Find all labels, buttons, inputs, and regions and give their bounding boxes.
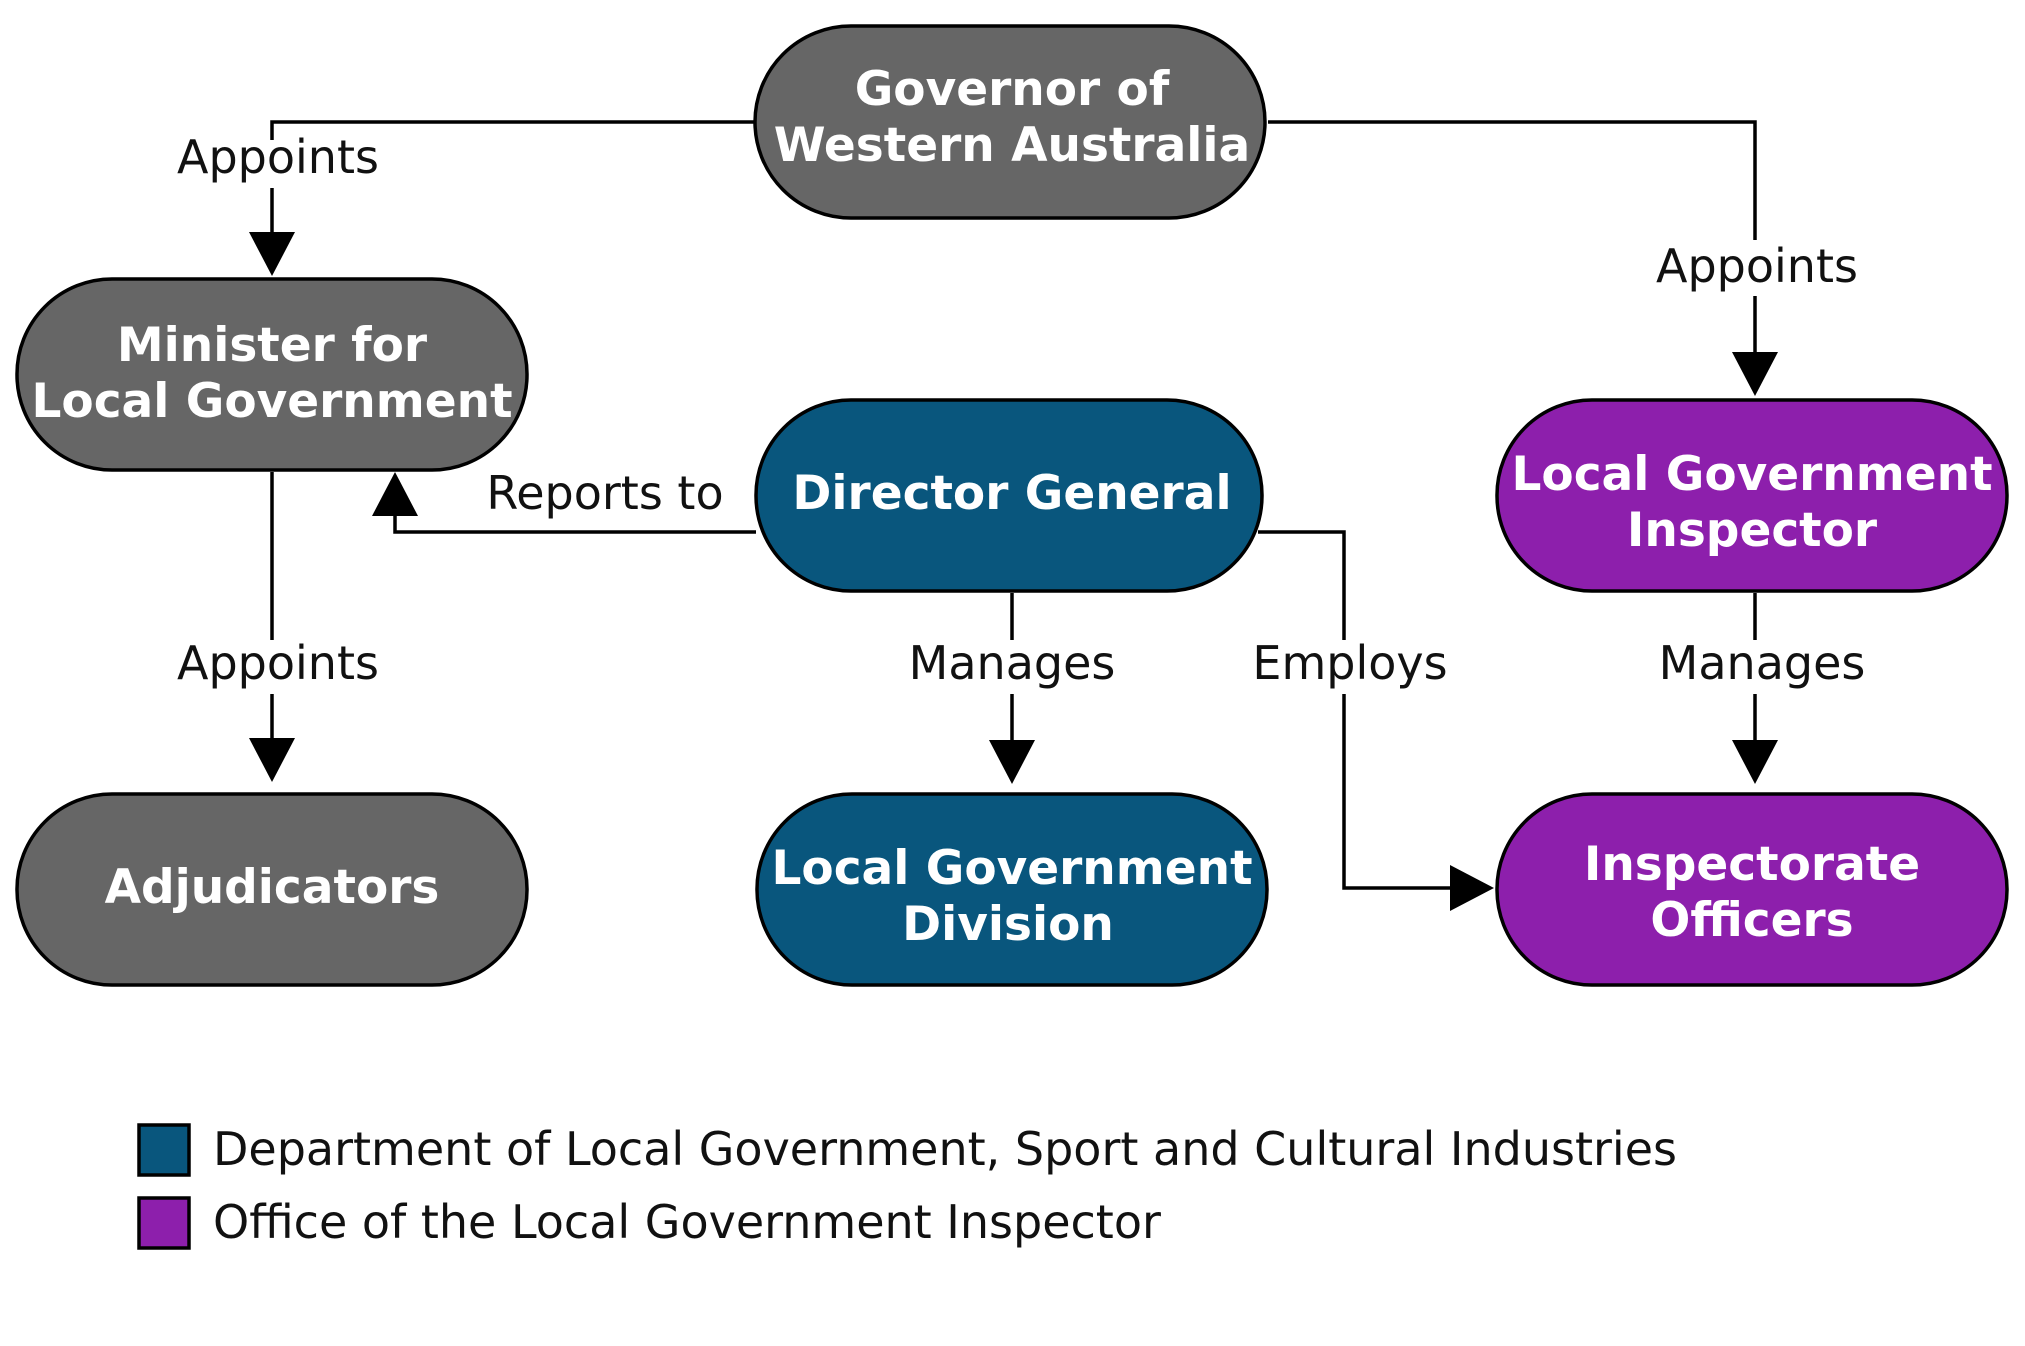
edge-label-director-inspectorate: Employs xyxy=(1252,636,1447,690)
node-governor-line1: Governor of xyxy=(855,62,1170,117)
arrowhead-down-minister xyxy=(249,232,295,276)
node-adjudicators-shape xyxy=(15,792,529,987)
arrowhead-down-lg-division xyxy=(989,740,1035,784)
edge-label-inspector-inspectorate: Manages xyxy=(1659,636,1866,690)
node-director-general: Director General xyxy=(754,398,1264,593)
node-adjudicators-line1: Adjudicators xyxy=(105,860,440,915)
edge-label-governor-inspector: Appoints xyxy=(1656,239,1858,293)
arrowhead-down-inspectorate xyxy=(1732,740,1778,784)
arrowhead-down-lg-inspector xyxy=(1732,352,1778,396)
node-lg-division-line2: Division xyxy=(902,897,1114,952)
node-lg-inspector: Local Government Inspector xyxy=(1495,398,2009,593)
edge-label-director-division: Manages xyxy=(909,636,1116,690)
node-governor: Governor of Western Australia xyxy=(753,24,1267,220)
node-inspectorate-officers-line2: Officers xyxy=(1650,893,1853,948)
node-governor-line2: Western Australia xyxy=(774,118,1250,173)
node-minister-line1: Minister for xyxy=(117,318,428,373)
node-inspectorate-officers-shape xyxy=(1495,792,2009,987)
node-lg-division-line1: Local Government xyxy=(771,841,1252,896)
legend-label-department: Department of Local Government, Sport an… xyxy=(213,1122,1677,1176)
node-lg-inspector-shape xyxy=(1495,398,2009,593)
node-lg-inspector-line1: Local Government xyxy=(1511,447,1992,502)
node-adjudicators: Adjudicators xyxy=(15,792,529,987)
connector-director-inspectorate-lower xyxy=(1342,694,1452,890)
legend-label-inspector-office: Office of the Local Government Inspector xyxy=(213,1195,1161,1249)
connector-governor-minister xyxy=(270,120,755,140)
node-inspectorate-officers-line1: Inspectorate xyxy=(1584,837,1920,892)
arrowhead-right-inspectorate xyxy=(1450,865,1494,911)
arrowhead-down-adjudicators xyxy=(249,738,295,782)
connector-governor-inspector xyxy=(1268,120,1757,240)
edge-label-director-minister: Reports to xyxy=(486,466,723,520)
node-lg-inspector-line2: Inspector xyxy=(1627,503,1878,558)
node-minister: Minister for Local Government xyxy=(15,277,529,472)
node-minister-line2: Local Government xyxy=(31,374,512,429)
arrowhead-up-minister xyxy=(372,472,418,516)
node-lg-division: Local Government Division xyxy=(755,792,1269,987)
edge-label-minister-adjudicators: Appoints xyxy=(177,636,379,690)
connector-director-minister xyxy=(393,514,756,534)
connector-director-inspectorate xyxy=(1258,530,1346,640)
node-director-general-line1: Director General xyxy=(792,466,1231,521)
legend: Department of Local Government, Sport an… xyxy=(137,1122,1677,1250)
edge-label-governor-minister: Appoints xyxy=(177,130,379,184)
legend-swatch-inspector-office xyxy=(137,1196,191,1250)
node-inspectorate-officers: Inspectorate Officers xyxy=(1495,792,2009,987)
node-lg-division-shape xyxy=(755,792,1269,987)
node-director-general-shape xyxy=(754,398,1264,593)
node-minister-shape xyxy=(15,277,529,472)
legend-swatch-department xyxy=(137,1123,191,1177)
node-governor-shape xyxy=(753,24,1267,220)
